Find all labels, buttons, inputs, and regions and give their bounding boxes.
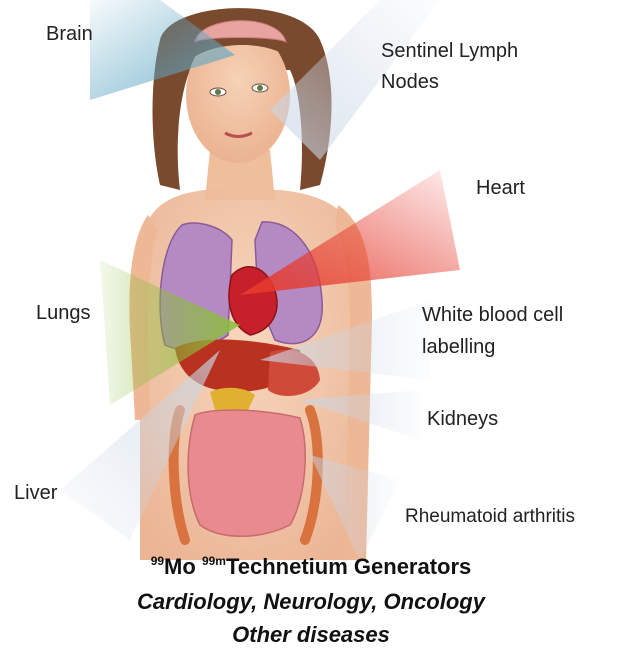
heart-label: Heart xyxy=(476,173,525,203)
liver-label: Liver xyxy=(14,478,57,508)
other-diseases-line: Other diseases xyxy=(0,622,622,648)
sentinel-lymph-label-line2: Nodes xyxy=(381,67,439,97)
generator-title: 99Mo 99mTechnetium Generators xyxy=(0,554,622,580)
specialties-line: Cardiology, Neurology, Oncology xyxy=(0,589,622,615)
white-blood-cell-label-line2: labelling xyxy=(422,332,495,362)
brain-label: Brain xyxy=(46,19,93,49)
rheumatoid-arthritis-label: Rheumatoid arthritis xyxy=(405,502,575,532)
mo-isotope: 99 xyxy=(151,554,164,568)
generator-text: Technetium Generators xyxy=(226,554,471,579)
sentinel-lymph-label-line1: Sentinel Lymph xyxy=(381,36,518,66)
lungs-label: Lungs xyxy=(36,298,91,328)
kidneys-label: Kidneys xyxy=(427,404,498,434)
mo-element: Mo xyxy=(164,554,196,579)
tc-isotope: 99m xyxy=(202,554,226,568)
white-blood-cell-label-line1: White blood cell xyxy=(422,300,563,330)
